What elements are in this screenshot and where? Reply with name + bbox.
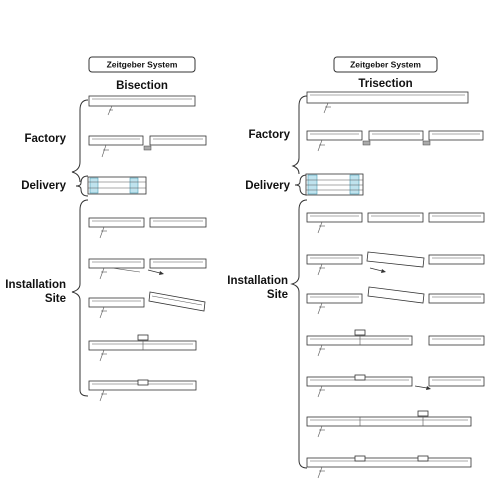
left-install-step-2	[88, 258, 207, 280]
left-installation-brace	[71, 199, 89, 397]
right-factory-rail-split	[306, 130, 484, 152]
right-install-step-7	[306, 455, 472, 479]
left-install-step-4	[88, 334, 197, 362]
right-stage-factory: Factory	[248, 129, 290, 141]
right-delivery-package	[305, 173, 364, 196]
right-delivery-brace	[294, 174, 308, 196]
right-factory-brace	[291, 95, 308, 175]
left-system-badge	[88, 56, 196, 73]
right-install-step-2	[306, 251, 485, 276]
left-install-step-3	[88, 291, 206, 319]
right-system-badge	[333, 56, 438, 73]
right-stage-delivery: Delivery	[245, 180, 290, 192]
left-factory-rail-split	[88, 135, 207, 158]
right-install-step-6	[306, 410, 472, 438]
left-factory-rail-full	[88, 95, 196, 116]
right-install-step-4	[306, 329, 485, 357]
right-stage-installation-line2: Site	[267, 289, 288, 301]
left-stage-installation-line1: Installation	[5, 279, 66, 291]
right-stage-installation-line1: Installation	[227, 275, 288, 287]
right-installation-brace	[290, 199, 308, 469]
left-factory-brace	[71, 99, 89, 183]
left-delivery-package	[87, 176, 147, 195]
left-delivery-brace	[75, 175, 89, 197]
left-stage-installation-line2: Site	[45, 293, 66, 305]
left-title: Bisection	[116, 80, 168, 92]
right-factory-rail-full	[306, 91, 469, 114]
left-stage-factory: Factory	[24, 133, 66, 145]
left-install-step-5	[88, 379, 197, 402]
left-install-step-1	[88, 217, 207, 239]
left-column: Zeitgeber System Bisection	[71, 56, 207, 402]
right-install-step-3	[306, 286, 485, 315]
right-system-label: Zeitgeber System	[350, 60, 421, 70]
left-stage-delivery: Delivery	[21, 180, 66, 192]
left-system-label: Zeitgeber System	[107, 60, 178, 70]
right-title: Trisection	[358, 78, 412, 90]
right-column: Zeitgeber System Trisection	[290, 56, 485, 479]
right-install-step-5	[306, 374, 485, 398]
right-install-step-1	[306, 212, 485, 234]
